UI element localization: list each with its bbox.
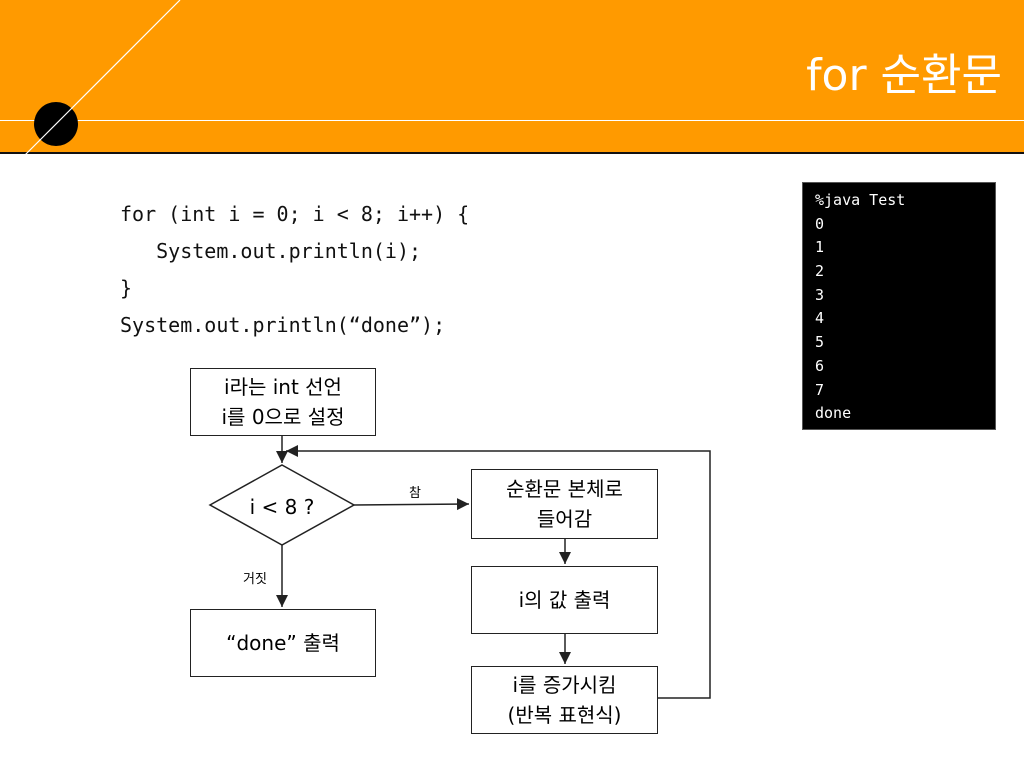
increment-line-2: (반복 표현식) — [507, 703, 622, 727]
body-line-2: 들어감 — [536, 507, 593, 531]
declare-line-2: i를 0으로 설정 — [221, 405, 345, 429]
increment-line-1: i를 증가시킴 — [512, 673, 617, 697]
done-box: “done” 출력 — [190, 609, 376, 677]
console-line: 6 — [815, 356, 825, 375]
code-line: for (int i = 0; i < 8; i++) { — [120, 202, 470, 226]
header-divider — [0, 120, 1024, 121]
body-line-1: 순환문 본체로 — [506, 477, 623, 501]
condition-text: i < 8 ? — [249, 495, 315, 519]
code-line: System.out.println(“done”); — [120, 313, 446, 337]
slide-header: for 순환문 — [0, 0, 1024, 154]
declare-line-1: i라는 int 선언 — [224, 375, 342, 399]
console-line: 5 — [815, 333, 825, 352]
print-box: i의 값 출력 — [471, 566, 658, 634]
console-line: 3 — [815, 285, 825, 304]
console-line: 7 — [815, 380, 825, 399]
header-decoration — [24, 0, 181, 156]
false-label: 거짓 — [243, 572, 267, 587]
declare-box: i라는 int 선언 i를 0으로 설정 — [190, 368, 376, 436]
console-line: done — [815, 404, 852, 423]
increment-box: i를 증가시킴 (반복 표현식) — [471, 666, 658, 734]
code-line: } — [120, 276, 133, 300]
console-line: 1 — [815, 238, 825, 257]
console-line: %java Test — [815, 191, 906, 209]
console-line: 0 — [815, 214, 825, 233]
console-line: 4 — [815, 309, 825, 328]
body-box: 순환문 본체로 들어감 — [471, 469, 658, 539]
code-line: System.out.println(i); — [120, 239, 422, 263]
console-output: %java Test 0 1 2 3 4 5 6 7 done — [802, 182, 996, 430]
loop-back-arrow — [286, 445, 711, 699]
arrow-true-branch — [353, 498, 470, 511]
slide-title: for 순환문 — [806, 50, 1002, 101]
console-line: 2 — [815, 262, 825, 281]
code-block: for (int i = 0; i < 8; i++) { System.out… — [120, 196, 469, 344]
true-label: 참 — [409, 486, 421, 501]
